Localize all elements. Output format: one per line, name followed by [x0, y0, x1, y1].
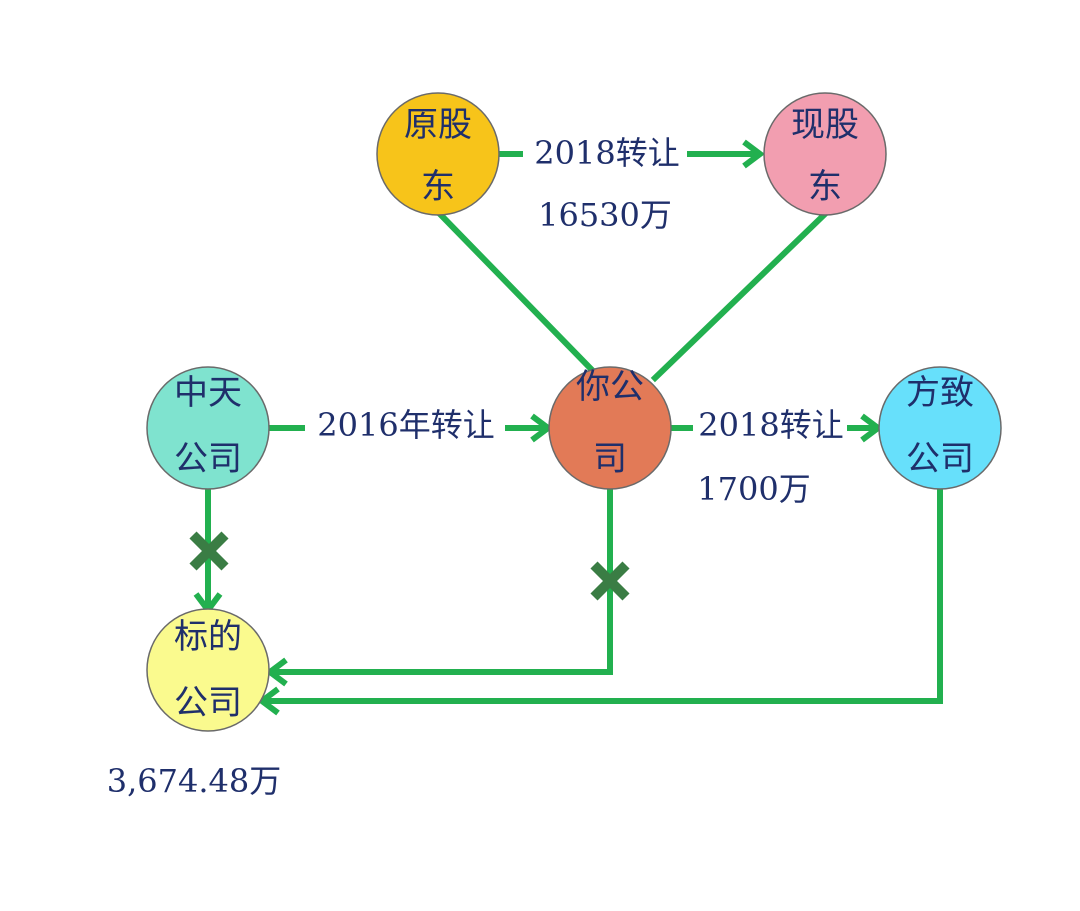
edge-original-to-your-company	[433, 207, 597, 375]
node-label-line1: 标的	[174, 617, 242, 657]
edge-your-company-to-target	[273, 485, 613, 675]
edge-label-right-transfer: 2018转让	[698, 406, 843, 444]
edge-fangzhi-to-target	[265, 485, 943, 704]
arrow-head-icon	[860, 413, 883, 443]
arrow-head-icon	[742, 139, 765, 169]
node-label-line1: 你公	[576, 367, 644, 407]
node-label-line2: 公司	[174, 439, 242, 479]
edge-label-right-amount: 1700万	[697, 470, 810, 508]
edge-label-top-transfer: 2018转让	[534, 134, 679, 172]
node-label-line1: 原股	[404, 105, 472, 145]
blocked-cross-icon	[590, 561, 630, 601]
node-label-line2: 东	[421, 167, 455, 207]
target-amount-label: 3,674.48万	[107, 762, 282, 800]
node-label-line1: 方致	[906, 373, 974, 413]
node-label-line2: 东	[808, 167, 842, 207]
arrow-head-icon	[265, 657, 288, 687]
arrow-head-icon	[530, 413, 553, 443]
node-label-line2: 公司	[906, 439, 974, 479]
node-original-shareholder: 原股 东	[376, 92, 500, 216]
node-your-company: 你公 司	[548, 366, 672, 490]
node-fangzhi-company: 方致 公司	[878, 366, 1002, 490]
node-label-line1: 中天	[174, 373, 242, 413]
edge-label-left-transfer: 2016年转让	[317, 406, 494, 444]
blocked-cross-icon	[189, 531, 229, 571]
node-label-line2: 司	[593, 439, 627, 479]
arrow-head-icon	[257, 686, 280, 716]
node-label-line1: 现股	[791, 105, 859, 145]
edge-label-top-amount: 16530万	[538, 196, 672, 234]
node-current-shareholder: 现股 东	[763, 92, 887, 216]
edge-current-to-your-company	[650, 209, 830, 383]
node-label-line2: 公司	[174, 683, 242, 723]
node-zhongtian-company: 中天 公司	[146, 366, 270, 490]
node-target-company: 标的 公司	[146, 608, 270, 732]
